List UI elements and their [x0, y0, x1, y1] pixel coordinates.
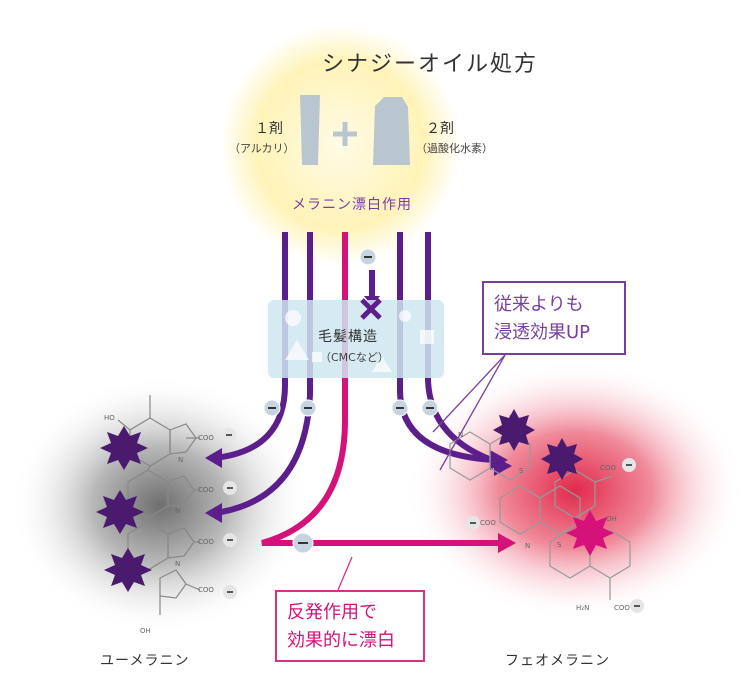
coo-label: COO	[614, 604, 630, 612]
agent1-sub: （アルカリ）	[229, 142, 295, 155]
coo-label: COO	[480, 519, 496, 527]
minus-charge-icon	[622, 458, 636, 472]
s-label: S	[557, 541, 562, 549]
star-icon	[566, 510, 614, 556]
eumelanin-molecule	[117, 395, 201, 615]
tube-icon	[300, 95, 320, 165]
eumelanin-atom-labels: COO COO COO COO HO OH N N N	[104, 414, 214, 635]
callout-top-connector	[432, 354, 506, 471]
agent1-label: １剤	[255, 121, 283, 137]
minus-charge-icon	[223, 481, 237, 495]
coo-label: COO	[198, 586, 214, 594]
plus-icon	[333, 122, 357, 146]
star-icon	[493, 409, 535, 451]
h2n-label: H₂N	[576, 604, 589, 612]
coo-label: COO	[198, 434, 214, 442]
minus-charge-icon	[292, 532, 314, 554]
callout-top-line2: 浸透効果UP	[494, 322, 591, 343]
hair-structure-shapes	[285, 310, 434, 372]
callout-top-box: 従来よりも 浸透効果UP	[482, 281, 626, 355]
repulsion-arrowhead	[498, 533, 516, 553]
coo-label: COO	[600, 464, 616, 472]
bottle-icon	[373, 97, 410, 165]
diagram-title: シナジーオイル処方	[322, 52, 539, 77]
star-icon	[96, 490, 144, 534]
synergy-glow	[220, 25, 460, 265]
pheomelanin-stars	[493, 409, 614, 556]
eumelanin-stars	[96, 426, 152, 592]
minus-charge-icon	[222, 428, 236, 442]
minus-charge-icon	[263, 399, 281, 417]
s-label: S	[519, 467, 524, 475]
eumelanin-glow	[10, 375, 310, 635]
nh-label: N	[178, 456, 183, 464]
minus-charge-icon	[223, 533, 237, 547]
minus-charge-icon	[299, 399, 317, 417]
pheomelanin-glow	[405, 360, 745, 620]
block-x-icon	[360, 298, 382, 320]
minus-charge-icon	[223, 585, 237, 599]
pheomelanin-label: フェオメラニン	[505, 653, 610, 669]
star-icon	[100, 426, 148, 470]
eumelanin-label: ユーメラニン	[100, 653, 190, 669]
ho-label: HO	[104, 414, 115, 422]
minus-charge-icon	[421, 399, 439, 417]
coo-label: COO	[198, 486, 214, 494]
minus-charge-icon	[466, 516, 480, 530]
minus-charge-icon	[359, 248, 377, 266]
pheomelanin-atom-labels: COO COO COO H₂N OH S S S N N	[458, 431, 630, 612]
charge-icons	[222, 248, 644, 613]
agent2-label: ２剤	[426, 121, 454, 137]
oh-label: OH	[140, 627, 151, 635]
oh-label: OH	[606, 515, 617, 523]
callout-bottom-line1: 反発作用で	[287, 602, 377, 623]
coo-label: COO	[198, 538, 214, 546]
minus-charge-icon	[391, 399, 409, 417]
star-icon	[104, 548, 152, 592]
hair-structure-sub: （CMCなど）	[320, 351, 389, 364]
n-label: N	[525, 542, 530, 550]
callout-bottom-connector	[337, 556, 353, 591]
agent2-sub: （過酸化水素）	[416, 142, 493, 155]
callout-bottom-line2: 効果的に漂白	[287, 630, 395, 651]
minus-charge-icon	[630, 599, 644, 613]
repulsion-path	[261, 232, 500, 546]
star-icon	[541, 438, 583, 480]
n-label: N	[458, 431, 463, 439]
hair-structure-label: 毛髪構造	[318, 329, 378, 345]
bleaching-action-label: メラニン漂白作用	[292, 197, 412, 213]
nh-label: N	[175, 507, 180, 515]
s-label: S	[571, 494, 576, 502]
nh-label: N	[175, 560, 180, 568]
callout-bottom-box: 反発作用で 効果的に漂白	[275, 590, 425, 662]
callout-top-line1: 従来よりも	[494, 294, 584, 315]
flow-arrowheads	[205, 296, 512, 523]
